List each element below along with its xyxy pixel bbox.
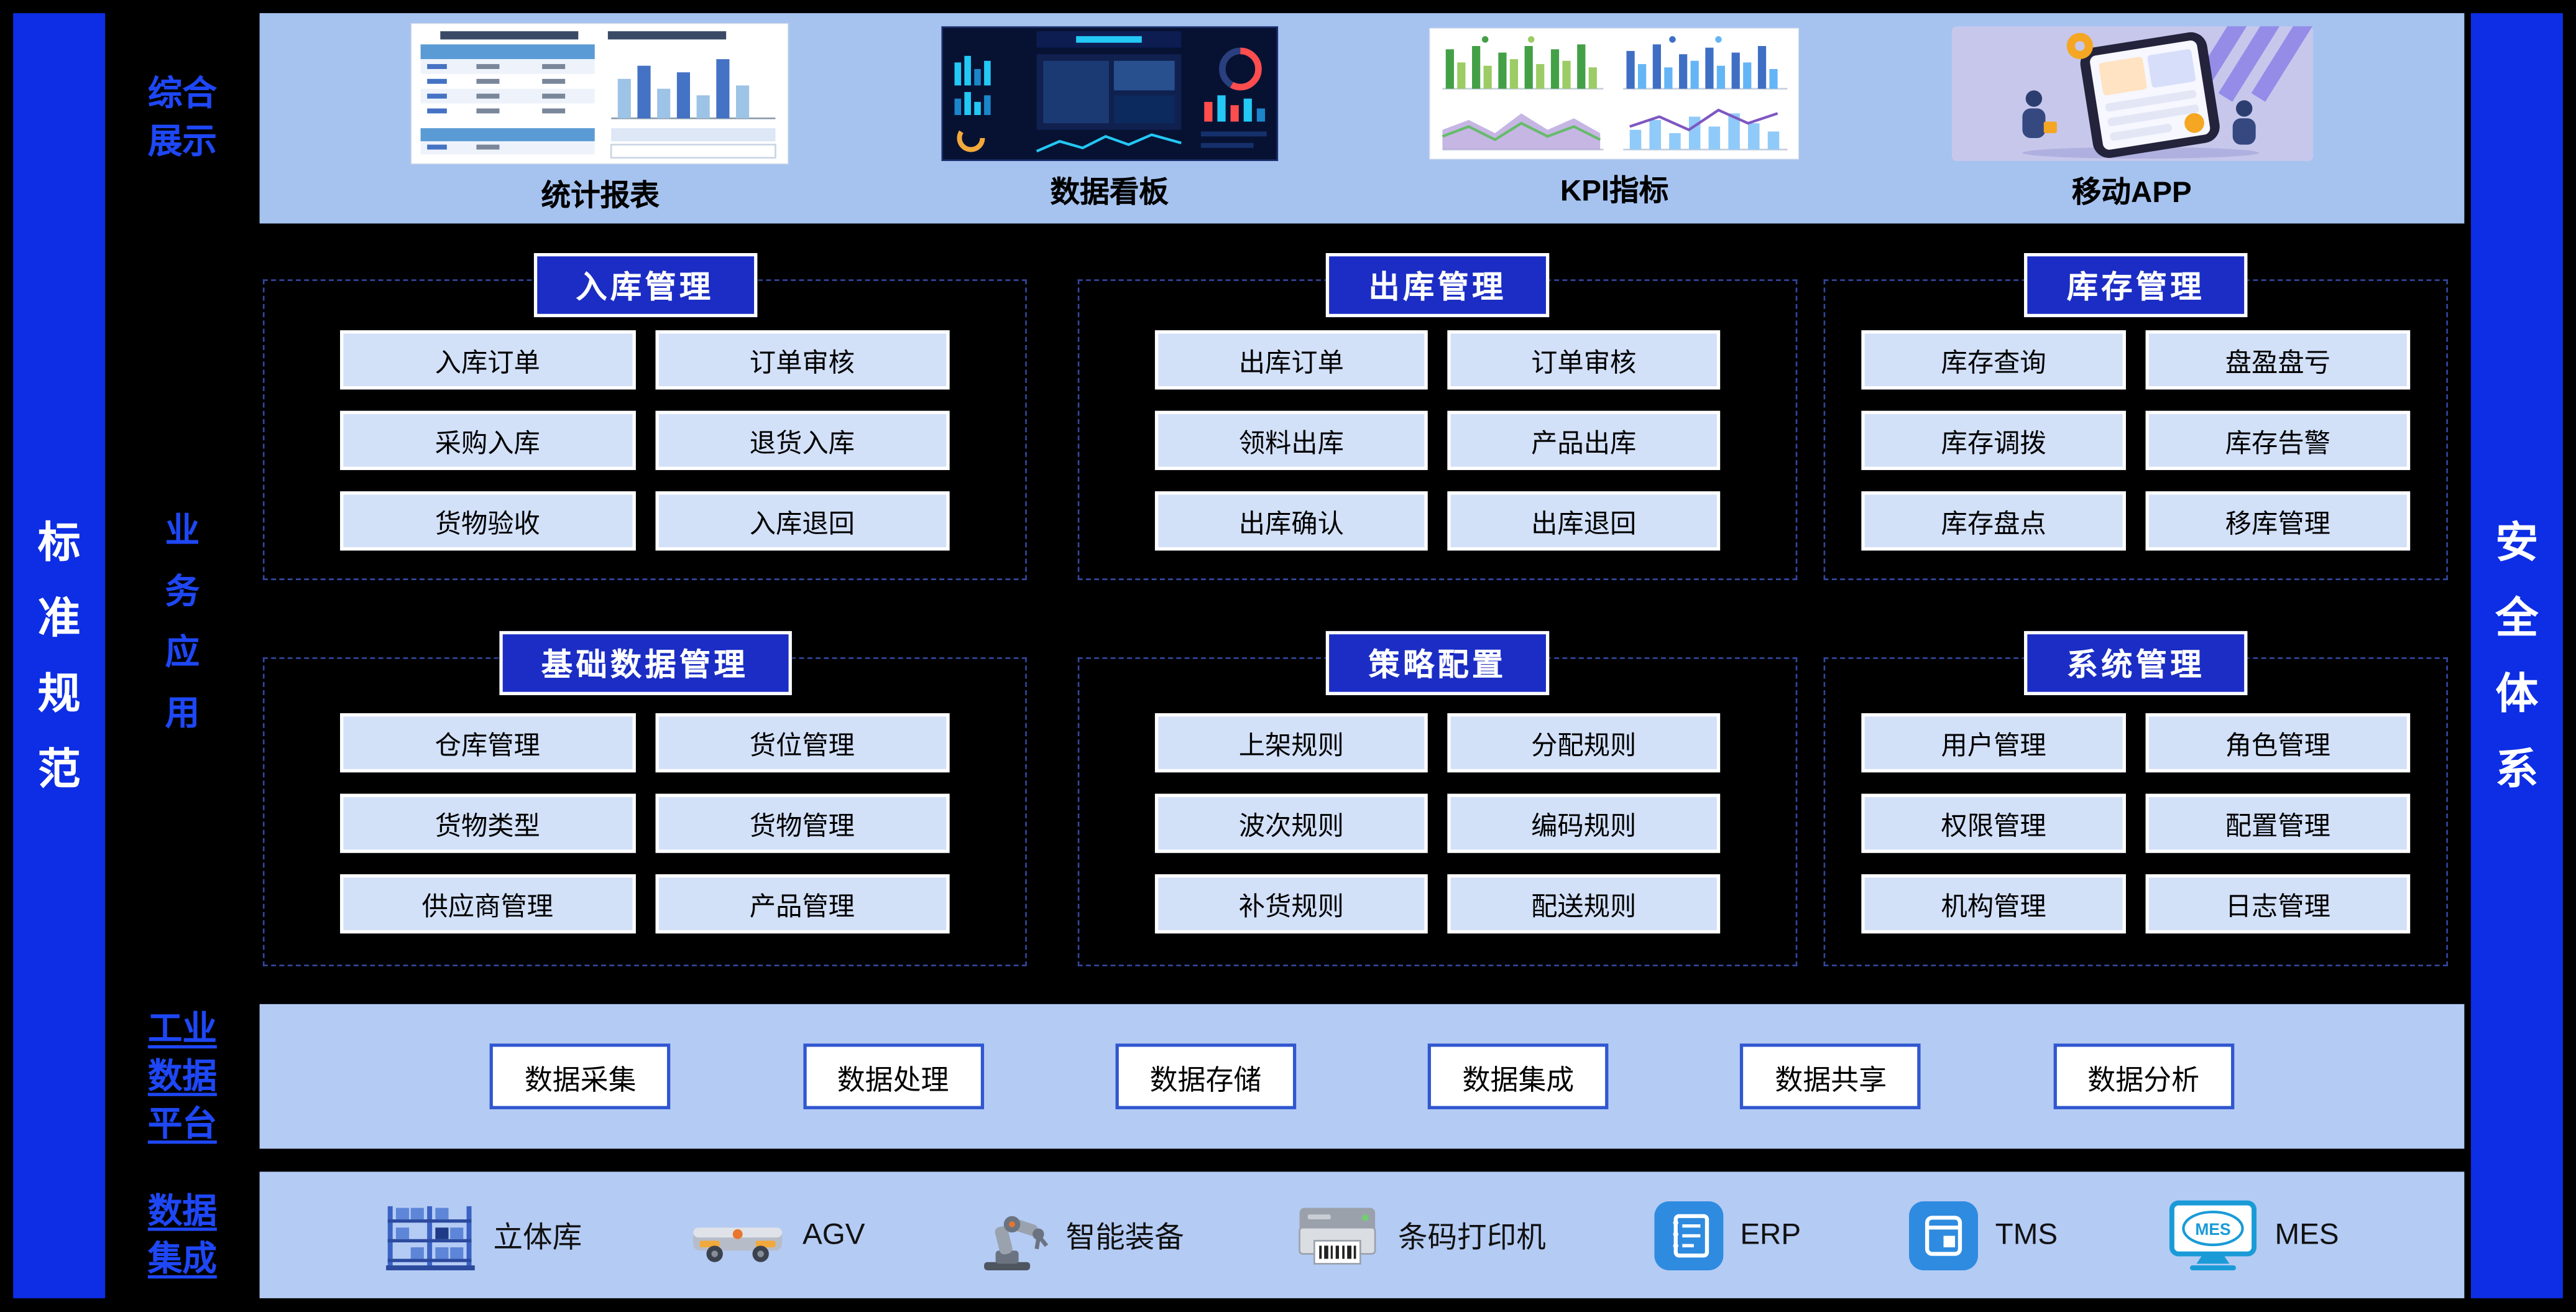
display-panel: 统计报表 数据看板: [259, 13, 2465, 224]
section-label-integration: 数据集成: [147, 1192, 217, 1278]
platform-button[interactable]: 数据共享: [1740, 1043, 1921, 1109]
module-button[interactable]: 货物验收: [340, 491, 635, 551]
module-button[interactable]: 权限管理: [1861, 793, 2126, 853]
module-button[interactable]: 产品出库: [1447, 410, 1721, 470]
left-standards-bar: 标准规范: [13, 13, 106, 1298]
integration-label: 立体库: [493, 1220, 582, 1254]
integration-label: 条码打印机: [1397, 1220, 1546, 1254]
display-caption: 数据看板: [1050, 175, 1169, 208]
module-button[interactable]: 分配规则: [1447, 713, 1721, 773]
module-button[interactable]: 盘盈盘亏: [2145, 330, 2411, 390]
module-button[interactable]: 库存调拨: [1861, 410, 2126, 470]
module-button[interactable]: 货物管理: [655, 793, 950, 853]
module-button[interactable]: 退货入库: [655, 410, 950, 470]
group-inventory-management: 库存管理 库存查询 盘盈盘亏 库存调拨 库存告警 库存盘点 移库管理: [1823, 253, 2448, 580]
module-button[interactable]: 出库退回: [1447, 491, 1721, 551]
group-outbound-management: 出库管理 出库订单 订单审核 领料出库 产品出库 出库确认 出库退回: [1077, 253, 1798, 580]
mobile-app-thumbnail: [1951, 25, 2313, 160]
display-item-kpi: KPI指标: [1429, 27, 1800, 210]
module-button[interactable]: 入库订单: [340, 330, 635, 390]
module-button[interactable]: 领料出库: [1154, 410, 1428, 470]
agv-icon: [694, 1226, 783, 1262]
module-button[interactable]: 补货规则: [1154, 874, 1428, 934]
integration-label: 智能装备: [1065, 1220, 1184, 1254]
module-button[interactable]: 库存盘点: [1861, 491, 2126, 551]
integration-item-stereo-warehouse: 立体库: [385, 1199, 582, 1271]
module-button[interactable]: 仓库管理: [340, 713, 635, 773]
group-inbound-management: 入库管理 入库订单 订单审核 采购入库 退货入库 货物验收 入库退回: [262, 253, 1027, 580]
kpi-charts-thumbnail: [1429, 27, 1800, 159]
module-button[interactable]: 订单审核: [1447, 330, 1721, 390]
display-item-dashboard: 数据看板: [941, 25, 1278, 211]
module-button[interactable]: 库存告警: [2145, 410, 2411, 470]
group-title: 基础数据管理: [499, 631, 791, 695]
module-button[interactable]: 角色管理: [2145, 713, 2411, 773]
module-button[interactable]: 移库管理: [2145, 491, 2411, 551]
module-button[interactable]: 出库确认: [1154, 491, 1428, 551]
group-title: 库存管理: [2024, 253, 2248, 318]
platform-button[interactable]: 数据存储: [1115, 1043, 1296, 1109]
barcode-printer-icon: [1299, 1207, 1376, 1264]
integration-item-barcode-printer: 条码打印机: [1293, 1201, 1546, 1270]
module-button[interactable]: 库存查询: [1861, 330, 2126, 390]
platform-panel: 数据采集 数据处理 数据存储 数据集成 数据共享 数据分析: [259, 1004, 2465, 1149]
display-caption: 移动APP: [2071, 175, 2192, 208]
display-item-report: 统计报表: [411, 22, 789, 215]
platform-button[interactable]: 数据集成: [1428, 1043, 1609, 1109]
display-item-mobile-app: 移动APP: [1951, 25, 2313, 211]
group-strategy-config: 策略配置 上架规则 分配规则 波次规则 编码规则 补货规则 配送规则: [1077, 631, 1798, 967]
section-label-display: 综合展示: [147, 75, 217, 162]
module-button[interactable]: 波次规则: [1154, 793, 1428, 853]
section-label-business: 业务应用: [165, 512, 200, 733]
group-title: 出库管理: [1325, 253, 1550, 318]
right-security-label: 安全体系: [2495, 517, 2539, 794]
module-button[interactable]: 机构管理: [1861, 874, 2126, 934]
integration-item-smart-equipment: 智能装备: [973, 1199, 1184, 1271]
group-title: 系统管理: [2024, 631, 2248, 695]
module-button[interactable]: 采购入库: [340, 410, 635, 470]
integration-item-erp: ERP: [1654, 1200, 1801, 1270]
integration-label: ERP: [1740, 1217, 1801, 1251]
platform-button[interactable]: 数据处理: [803, 1043, 983, 1109]
display-caption: 统计报表: [541, 178, 660, 211]
mes-icon-text: MES: [2195, 1219, 2230, 1238]
module-button[interactable]: 入库退回: [655, 491, 950, 551]
group-title: 入库管理: [533, 253, 757, 318]
module-button[interactable]: 用户管理: [1861, 713, 2126, 773]
integration-item-tms: TMS: [1910, 1200, 2058, 1270]
module-button[interactable]: 日志管理: [2145, 874, 2411, 934]
integration-item-agv: AGV: [691, 1204, 865, 1266]
mes-monitor-icon: MES: [2169, 1199, 2256, 1270]
group-basic-data-management: 基础数据管理 仓库管理 货位管理 货物类型 货物管理 供应商管理 产品管理: [262, 631, 1027, 967]
module-button[interactable]: 出库订单: [1154, 330, 1428, 390]
section-label-platform: 工业数据平台: [147, 1010, 217, 1143]
group-system-management: 系统管理 用户管理 角色管理 权限管理 配置管理 机构管理 日志管理: [1823, 631, 2448, 967]
module-button[interactable]: 货物类型: [340, 793, 635, 853]
integration-panel: 立体库 AGV: [259, 1171, 2465, 1298]
display-caption: KPI指标: [1560, 173, 1669, 206]
module-button[interactable]: 产品管理: [655, 874, 950, 934]
right-security-bar: 安全体系: [2470, 13, 2563, 1298]
module-button[interactable]: 订单审核: [655, 330, 950, 390]
group-title: 策略配置: [1325, 631, 1550, 695]
module-button[interactable]: 供应商管理: [340, 874, 635, 934]
tms-icon: [1910, 1200, 1979, 1270]
report-table-thumbnail: [411, 22, 789, 164]
platform-button[interactable]: 数据分析: [2053, 1043, 2234, 1109]
module-button[interactable]: 配置管理: [2145, 793, 2411, 853]
dark-dashboard-thumbnail: [941, 25, 1278, 160]
integration-label: MES: [2275, 1217, 2339, 1251]
module-button[interactable]: 上架规则: [1154, 713, 1428, 773]
module-button[interactable]: 货位管理: [655, 713, 950, 773]
module-button[interactable]: 配送规则: [1447, 874, 1721, 934]
integration-label: AGV: [802, 1217, 865, 1251]
integration-item-mes: MES MES: [2166, 1197, 2339, 1273]
left-standards-label: 标准规范: [37, 517, 81, 794]
platform-button[interactable]: 数据采集: [490, 1043, 671, 1109]
erp-icon: [1654, 1200, 1724, 1270]
robot-arm-icon: [983, 1215, 1048, 1270]
integration-label: TMS: [1995, 1217, 2058, 1251]
stereo-warehouse-icon: [386, 1205, 476, 1270]
module-button[interactable]: 编码规则: [1447, 793, 1721, 853]
